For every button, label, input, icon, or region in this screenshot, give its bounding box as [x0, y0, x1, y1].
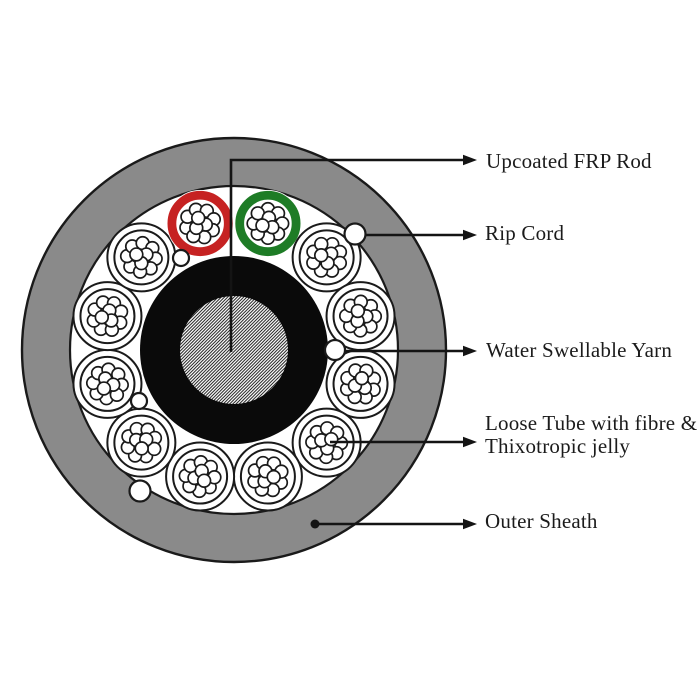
label-text: Rip Cord — [485, 221, 565, 245]
tube-color-ring — [235, 190, 301, 257]
fiber — [350, 303, 366, 319]
pointer-upcoated-frp-rod-line — [229, 158, 464, 352]
loose-tube — [106, 222, 177, 293]
label-loose-tube: Loose Tube with fibre & Thixotropic jell… — [485, 412, 697, 457]
pointer-loose-tube-arrowhead — [463, 436, 477, 448]
label-rip-cord: Rip Cord — [485, 222, 564, 245]
frp-rod-hatched — [180, 296, 288, 404]
fiber — [196, 473, 212, 488]
pointer-water-swellable-yarn-arrowhead — [463, 345, 477, 357]
loose-tube — [106, 407, 177, 478]
pointer-outer-sheath-arrowhead — [463, 518, 477, 530]
label-water-swellable-yarn: Water Swellable Yarn — [486, 339, 672, 362]
fiber — [324, 431, 339, 447]
loose-tube — [291, 222, 362, 293]
fiber — [354, 371, 370, 386]
label-text-line1: Loose Tube with fibre & — [485, 411, 698, 435]
loose-tube — [325, 281, 396, 352]
label-text: Water Swellable Yarn — [486, 338, 673, 362]
water-swellable-yarn-dot-2 — [171, 248, 191, 268]
fiber — [134, 441, 149, 456]
loose-tube — [232, 441, 303, 512]
fiber — [313, 248, 329, 263]
fiber — [94, 309, 110, 325]
fiber — [129, 247, 144, 262]
pointer-upcoated-frp-rod-arrowhead — [463, 154, 477, 166]
loose-tube — [72, 281, 143, 352]
label-text-line2: Thixotropic jelly — [485, 433, 631, 458]
rip-cord-dot — [343, 222, 367, 246]
fiber — [96, 381, 112, 396]
marked-tube-green — [234, 189, 302, 257]
label-text: Outer Sheath — [485, 509, 598, 533]
fiber — [255, 218, 270, 233]
pointer-rip-cord-arrowhead — [463, 229, 477, 241]
label-upcoated-frp-rod: Upcoated FRP Rod — [486, 150, 652, 173]
water-swellable-yarn-dot — [323, 338, 347, 362]
water-swellable-yarn-dot-3 — [129, 391, 149, 411]
label-text: Upcoated FRP Rod — [486, 149, 652, 173]
rip-cord-dot-2 — [128, 479, 152, 503]
tube-color-ring — [167, 190, 233, 257]
marked-tube-red — [166, 189, 234, 257]
fiber — [190, 210, 206, 226]
pointer-outer-sheath-start-dot — [310, 519, 320, 529]
fiber — [266, 469, 281, 485]
loose-tube — [72, 348, 143, 419]
loose-tube — [325, 348, 396, 419]
loose-tube — [165, 441, 236, 512]
label-outer-sheath: Outer Sheath — [485, 510, 598, 533]
loose-tube — [291, 407, 362, 478]
